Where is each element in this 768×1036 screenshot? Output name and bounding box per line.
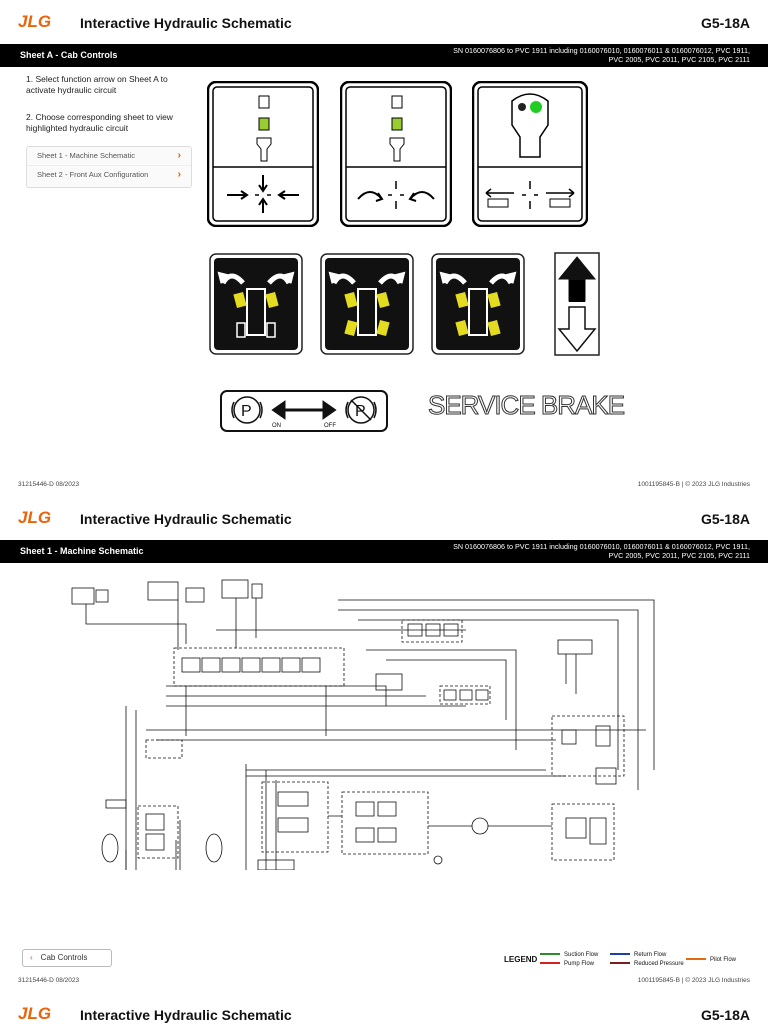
model-name: G5-18A	[700, 1007, 750, 1023]
instruction-1: 1. Select function arrow on Sheet A to a…	[26, 74, 168, 95]
park-brake-control[interactable]: P ON OFF P	[220, 390, 388, 432]
page-header: JLG Interactive Hydraulic Schematic G5-1…	[0, 496, 768, 540]
travel-direction-icon[interactable]	[554, 252, 600, 356]
menu-item-sheet-1[interactable]: Sheet 1 - Machine Schematic ›	[27, 147, 191, 165]
serial-note: SN 0160076806 to PVC 1911 including 0160…	[453, 46, 750, 64]
svg-text:ON: ON	[272, 423, 281, 429]
jlg-logo: JLG	[18, 1004, 60, 1023]
doc-number: 31215446-D 08/2023	[18, 977, 80, 984]
sheet-a-page: JLG Interactive Hydraulic Schematic G5-1…	[0, 0, 768, 496]
instruction-2: 2. Choose corresponding sheet to view hi…	[26, 112, 173, 133]
svg-text:OFF: OFF	[324, 423, 336, 429]
sheet-title: Sheet A - Cab Controls	[20, 50, 118, 60]
menu-item-label: Sheet 2 - Front Aux Configuration	[37, 170, 149, 179]
joystick-decal-aux[interactable]	[472, 81, 588, 227]
legend-reduced-pressure: Reduced Pressure	[610, 961, 684, 967]
svg-text:JLG: JLG	[18, 508, 51, 526]
legend-pilot-flow: Pilot Flow	[686, 957, 736, 963]
sheet-bar: Sheet 1 - Machine Schematic SN 016007680…	[0, 540, 768, 563]
app-title: Interactive Hydraulic Schematic	[80, 1007, 292, 1023]
doc-number: 31215446-D 08/2023	[18, 481, 80, 488]
steer-mode-four-wheel-icon[interactable]	[320, 253, 414, 355]
legend-suction-flow: Suction Flow	[540, 952, 598, 958]
menu-item-sheet-2[interactable]: Sheet 2 - Front Aux Configuration ›	[27, 165, 191, 184]
page-header: JLG Interactive Hydraulic Schematic G5-1…	[0, 0, 768, 44]
legend-title: LEGEND	[504, 955, 538, 964]
sheet-title: Sheet 1 - Machine Schematic	[20, 546, 144, 556]
sheet-menu: Sheet 1 - Machine Schematic › Sheet 2 - …	[26, 146, 192, 188]
model-name: G5-18A	[700, 511, 750, 527]
sheet-2-page-partial: JLG Interactive Hydraulic Schematic G5-1…	[0, 992, 768, 1024]
steer-mode-front-icon[interactable]	[209, 253, 303, 355]
app-title: Interactive Hydraulic Schematic	[80, 511, 292, 527]
serial-note: SN 0160076806 to PVC 1911 including 0160…	[453, 542, 750, 560]
page-header: JLG Interactive Hydraulic Schematic G5-1…	[0, 992, 768, 1036]
copyright: 1001195845-B | © 2023 JLG Industries	[637, 977, 750, 984]
legend-return-flow: Return Flow	[610, 952, 666, 958]
hydraulic-schematic[interactable]	[66, 570, 682, 906]
jlg-logo: JLG	[18, 12, 60, 31]
chevron-left-icon: ‹	[30, 953, 33, 962]
svg-text:P: P	[355, 403, 366, 420]
svg-text:JLG: JLG	[18, 12, 51, 30]
chevron-right-icon: ›	[177, 169, 181, 180]
menu-item-label: Sheet 1 - Machine Schematic	[37, 151, 135, 160]
cab-controls-back-button[interactable]: ‹ Cab Controls	[22, 949, 112, 967]
copyright: 1001195845-B | © 2023 JLG Industries	[637, 481, 750, 488]
service-brake-button[interactable]: SERVICE BRAKE	[427, 390, 625, 421]
svg-text:JLG: JLG	[18, 1004, 51, 1022]
jlg-logo: JLG	[18, 508, 60, 527]
joystick-decal-tilt[interactable]	[340, 81, 452, 227]
back-button-label: Cab Controls	[40, 953, 88, 962]
chevron-right-icon: ›	[177, 150, 181, 161]
sheet-bar: Sheet A - Cab Controls SN 0160076806 to …	[0, 44, 768, 67]
app-title: Interactive Hydraulic Schematic	[80, 15, 292, 31]
sheet-1-page: JLG Interactive Hydraulic Schematic G5-1…	[0, 496, 768, 992]
legend-pump-flow: Pump Flow	[540, 961, 594, 967]
steer-mode-crab-icon[interactable]	[431, 253, 525, 355]
svg-text:P: P	[241, 403, 252, 420]
flow-legend: LEGEND Suction Flow Pump Flow Return Flo…	[504, 952, 764, 972]
model-name: G5-18A	[700, 15, 750, 31]
joystick-decal-boom[interactable]	[207, 81, 319, 227]
